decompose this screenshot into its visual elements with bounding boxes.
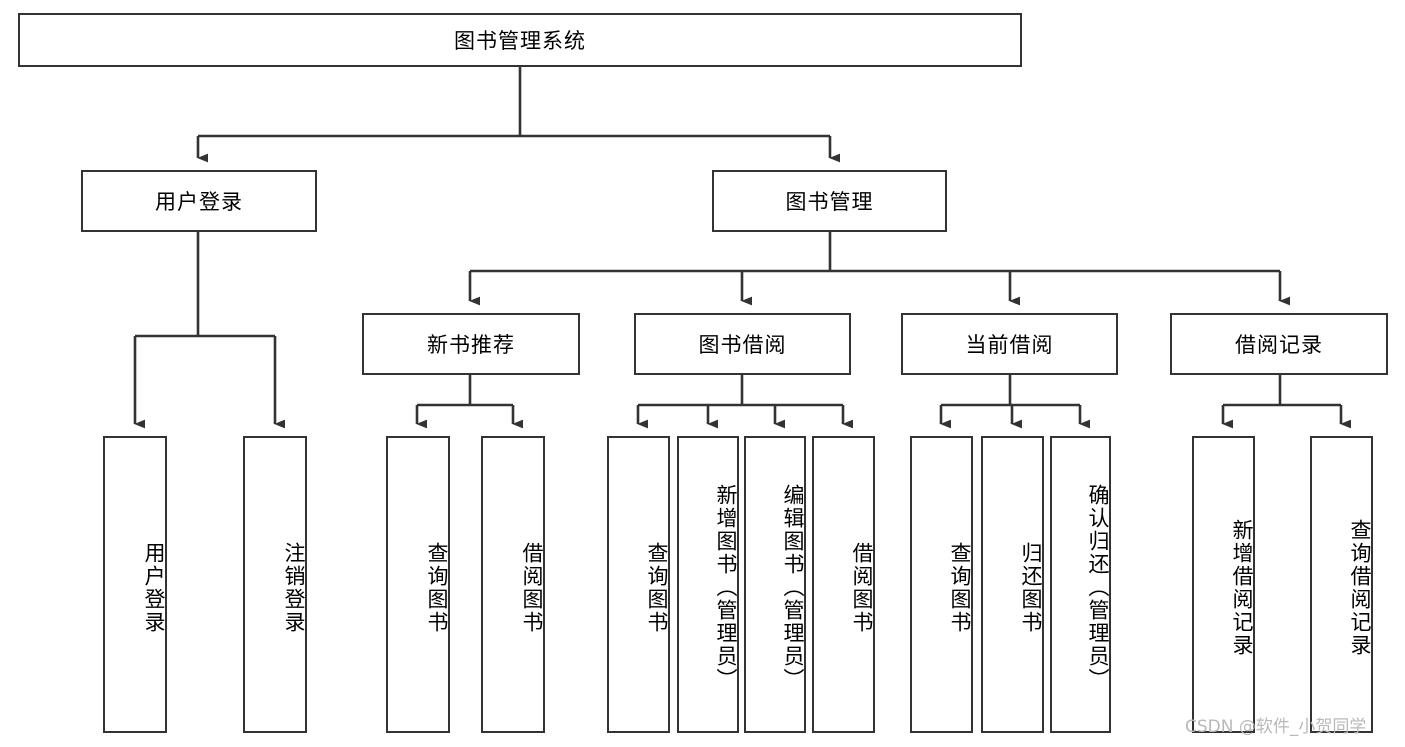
- node-book-management[interactable]: 图书管理: [712, 170, 947, 232]
- node-current-borrow[interactable]: 当前借阅: [901, 313, 1118, 375]
- leaf-label: 借阅图书: [520, 541, 544, 634]
- csdn-watermark: CSDN @软件_小贺同学: [1185, 717, 1367, 737]
- leaf-label: 查询图书: [425, 541, 449, 634]
- node-root-system[interactable]: 图书管理系统: [18, 13, 1022, 67]
- leaf-label: 确认归还（管理员）: [1086, 484, 1110, 691]
- leaf-label: 查询图书: [948, 541, 972, 634]
- node-label: 新书推荐: [427, 333, 515, 357]
- node-label: 当前借阅: [965, 333, 1054, 357]
- leaf-current-confirm-return-admin[interactable]: 确认归还（管理员）: [1050, 436, 1111, 733]
- leaf-user-login-logout[interactable]: 注销登录: [243, 436, 307, 733]
- leaf-borrow-query-book[interactable]: 查询图书: [607, 436, 670, 733]
- leaf-recommend-borrow-book[interactable]: 借阅图书: [481, 436, 545, 733]
- node-label: 图书管理系统: [454, 29, 586, 53]
- node-label: 借阅记录: [1235, 333, 1323, 357]
- node-label: 用户登录: [155, 190, 243, 214]
- leaf-label: 查询图书: [645, 541, 669, 634]
- leaf-recommend-query-book[interactable]: 查询图书: [386, 436, 450, 733]
- leaf-label: 注销登录: [282, 541, 306, 634]
- leaf-label: 查询借阅记录: [1348, 518, 1372, 657]
- leaf-label: 用户登录: [142, 541, 166, 634]
- leaf-label: 新增图书（管理员）: [714, 484, 738, 691]
- leaf-current-return-book[interactable]: 归还图书: [981, 436, 1044, 733]
- leaf-records-add-record[interactable]: 新增借阅记录: [1192, 436, 1255, 733]
- leaf-label: 新增借阅记录: [1230, 518, 1254, 657]
- node-book-borrow[interactable]: 图书借阅: [634, 313, 851, 375]
- leaf-label: 借阅图书: [850, 541, 874, 634]
- node-new-book-recommend[interactable]: 新书推荐: [362, 313, 580, 375]
- leaf-borrow-add-book-admin[interactable]: 新增图书（管理员）: [677, 436, 739, 733]
- leaf-label: 归还图书: [1019, 541, 1043, 634]
- node-label: 图书借阅: [698, 333, 787, 357]
- leaf-user-login-login[interactable]: 用户登录: [103, 436, 167, 733]
- leaf-current-query-book[interactable]: 查询图书: [910, 436, 973, 733]
- leaf-borrow-edit-book-admin[interactable]: 编辑图书（管理员）: [744, 436, 806, 733]
- leaf-label: 编辑图书（管理员）: [781, 484, 805, 691]
- node-label: 图书管理: [785, 190, 874, 214]
- leaf-records-query-record[interactable]: 查询借阅记录: [1310, 436, 1373, 733]
- node-user-login[interactable]: 用户登录: [81, 170, 317, 232]
- node-borrow-records[interactable]: 借阅记录: [1170, 313, 1388, 375]
- leaf-borrow-borrow-book[interactable]: 借阅图书: [812, 436, 875, 733]
